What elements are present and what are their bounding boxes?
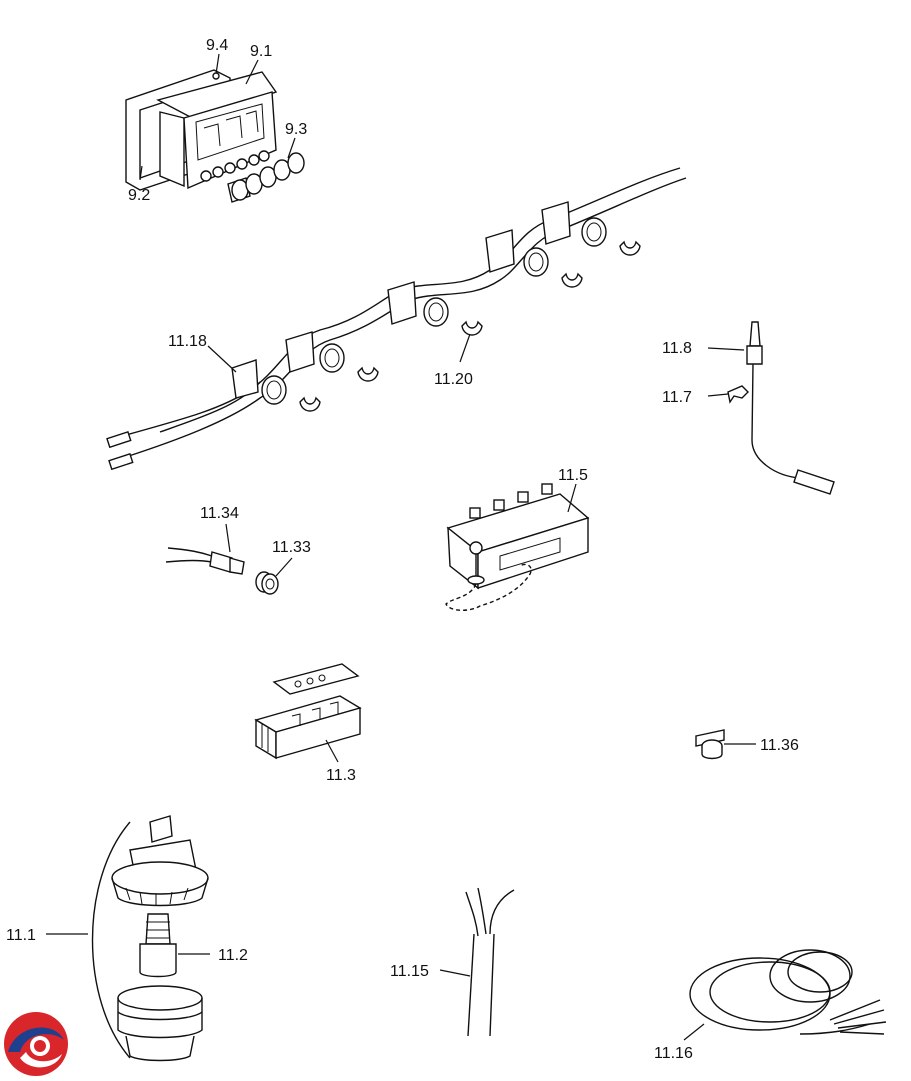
label-11-2: 11.2: [218, 947, 248, 964]
clips: [299, 240, 641, 412]
thermostat: 11.36: [695, 729, 799, 760]
thermocouple: 11.8 11.7: [662, 321, 835, 495]
label-11-20: 11.20: [434, 371, 473, 388]
terminal-block: 11.3: [254, 663, 362, 784]
brand-logo: [4, 1012, 68, 1076]
ignition-button: 11.34 11.33: [165, 505, 311, 595]
display-module: 9.4 9.1 9.3 9.2: [125, 37, 307, 204]
label-11-7: 11.7: [662, 389, 692, 406]
lamp-assembly: 11.1 11.2: [6, 815, 248, 1062]
spark-generator: 11.5: [445, 467, 590, 611]
buttons-row: [200, 150, 305, 203]
label-11-16: 11.16: [654, 1045, 693, 1062]
label-9-4: 9.4: [206, 37, 228, 54]
wiring-harness: 11.16: [654, 949, 887, 1062]
electrode-1: [231, 359, 287, 405]
label-9-1: 9.1: [250, 43, 272, 60]
label-11-3: 11.3: [326, 767, 356, 784]
label-11-36: 11.36: [760, 737, 799, 754]
label-11-33: 11.33: [272, 539, 311, 556]
label-11-1: 11.1: [6, 927, 36, 944]
label-9-3: 9.3: [285, 121, 307, 138]
ignition-harness: 11.18 11.20: [106, 167, 687, 471]
label-11-34: 11.34: [200, 505, 239, 522]
label-9-2: 9.2: [128, 187, 150, 204]
electrode-5: [541, 201, 607, 247]
electrode-4: [485, 229, 549, 277]
label-11-18: 11.18: [168, 333, 207, 350]
electrode-2: [285, 331, 345, 373]
power-cable: 11.15: [390, 887, 515, 1037]
electrode-3: [387, 281, 449, 327]
label-11-15: 11.15: [390, 963, 429, 980]
label-11-5: 11.5: [558, 467, 588, 484]
label-11-8: 11.8: [662, 340, 692, 357]
